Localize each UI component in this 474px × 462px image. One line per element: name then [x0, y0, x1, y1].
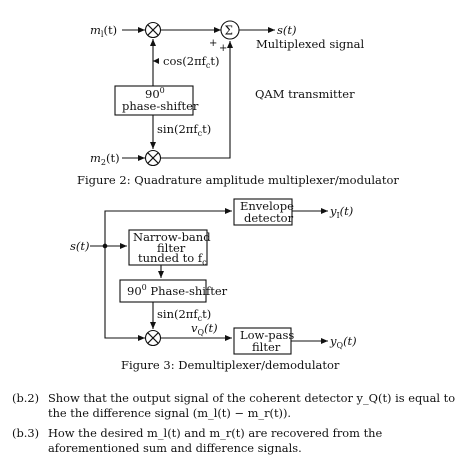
multiplexed-signal-caption: Multiplexed signal	[256, 37, 365, 51]
vq-label: vQ(t)	[191, 321, 218, 337]
figure-2-qam-transmitter	[114, 20, 275, 167]
plus-sign-top: +	[209, 38, 217, 49]
wire-to-envelope	[104, 208, 232, 246]
cos-tap-arrow	[153, 58, 159, 64]
plus-sign-bottom: +	[219, 43, 227, 54]
lp-line1: Low-pass	[240, 328, 294, 342]
yQ-label: yQ(t)	[329, 334, 357, 350]
envelope-line1: Envelope	[240, 199, 294, 213]
figure-3-caption: Figure 3: Demultiplexer/demodulator	[121, 358, 340, 372]
nbf-line1: Narrow-band	[133, 230, 211, 244]
question-b3-text: How the desired m_l(t) and m_r(t) are re…	[48, 426, 383, 455]
envelope-line2: detector	[244, 211, 294, 225]
wire-mult-bottom-to-sum	[160, 41, 233, 159]
phase-shifter-fig3-label: 900 Phase-shifter	[127, 283, 228, 298]
nbf-line3: tunded to fc	[138, 251, 207, 267]
m2-label: m2(t)	[90, 151, 120, 167]
nbf-line2: filter	[157, 241, 186, 255]
question-b2-text: Show that the output signal of the coher…	[48, 391, 456, 420]
cos-label: cos(2πfct)	[163, 54, 219, 70]
m1-label: ml(t)	[90, 23, 117, 39]
envelope-detector-box	[233, 198, 293, 226]
qam-transmitter-caption: QAM transmitter	[255, 87, 355, 101]
sin-label-fig2: sin(2πfct)	[157, 122, 211, 138]
sigma-symbol: Σ	[225, 24, 233, 38]
question-b2-label: (b.2)	[12, 391, 40, 405]
phase-shifter-line1: 900	[145, 86, 165, 101]
question-b2: (b.2) Show that the output signal of the…	[12, 391, 464, 421]
lp-line2: filter	[252, 340, 281, 354]
phase-shifter-line2: phase-shifter	[122, 99, 199, 113]
question-b3: (b.3) How the desired m_l(t) and m_r(t) …	[12, 426, 464, 456]
wire-to-multiplier	[104, 246, 145, 341]
yI-label: yI(t)	[329, 204, 353, 220]
sin-label-fig3: sin(2πfct)	[157, 307, 211, 323]
s-output-label: s(t)	[277, 23, 297, 37]
figure-3-demodulator	[90, 198, 328, 355]
figure-2-caption: Figure 2: Quadrature amplitude multiplex…	[77, 173, 399, 187]
question-b3-label: (b.3)	[12, 426, 40, 440]
narrow-band-filter-box	[128, 229, 208, 266]
phase-shifter-box	[114, 85, 194, 116]
s-input-label: s(t)	[70, 239, 90, 253]
phase-shifter-box-fig3	[119, 279, 207, 303]
